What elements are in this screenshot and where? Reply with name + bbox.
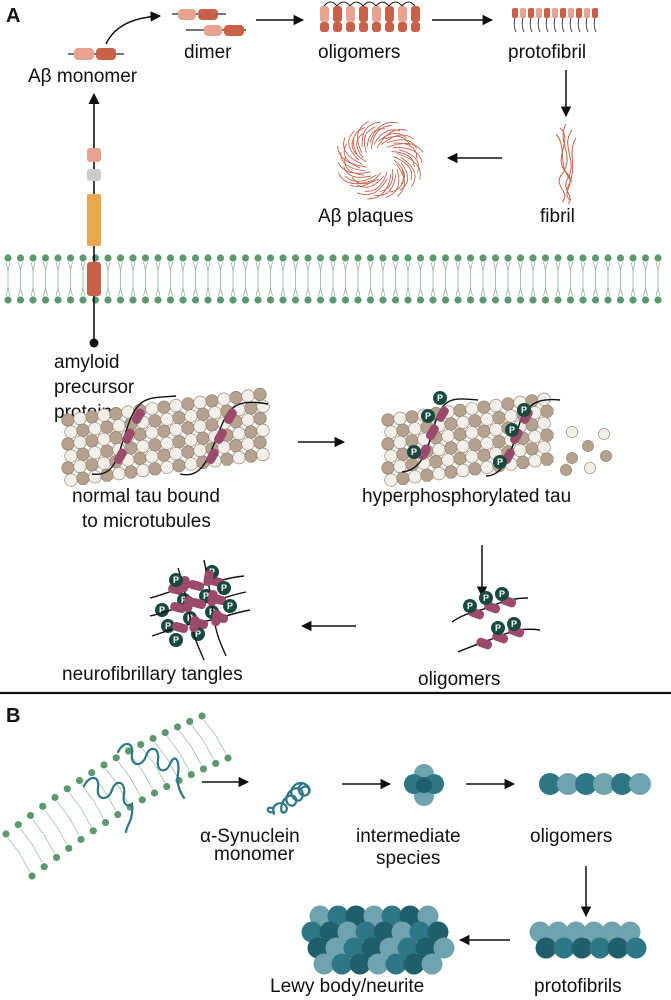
abeta-plaque-icon [337, 121, 424, 200]
svg-text:P: P [195, 629, 201, 639]
svg-text:P: P [411, 447, 417, 457]
panel-b-letter: B [6, 705, 20, 727]
protofibril-icon [512, 8, 598, 33]
cell-membrane [4, 254, 662, 304]
app-label-line1: amyloid [54, 352, 119, 373]
normal-tau-label-line1: normal tau bound [72, 486, 220, 507]
svg-text:P: P [425, 411, 431, 421]
abeta-monomer-icon [68, 48, 124, 60]
svg-text:P: P [165, 621, 171, 631]
svg-text:P: P [483, 593, 489, 603]
svg-text:P: P [467, 601, 473, 611]
svg-text:P: P [499, 589, 505, 599]
abeta-oligomers-icon [320, 1, 420, 32]
abeta-dimer-icon [172, 9, 246, 36]
panel-a-letter: A [6, 5, 20, 27]
protofibrils-label: protofibrils [534, 976, 622, 997]
synuclein-monomer-icon [266, 781, 311, 816]
hyperphosphorylated-tau-label: hyperphosphorylated tau [362, 486, 571, 507]
intermediate-species-icon [404, 764, 444, 806]
svg-text:P: P [495, 623, 501, 633]
fibril-icon [555, 123, 577, 205]
lewy-body-icon [301, 905, 455, 975]
synuclein-oligomers-label: oligomers [530, 826, 612, 847]
svg-text:P: P [159, 605, 165, 615]
synuclein-membrane [2, 712, 232, 880]
intermediate-label-line2: species [376, 848, 440, 869]
synuclein-bound-icon [82, 742, 186, 834]
svg-text:P: P [511, 619, 517, 629]
abeta-oligomers-label: oligomers [318, 42, 400, 63]
app-label-line2: precursor [54, 377, 135, 398]
svg-text:P: P [203, 591, 209, 601]
dimer-label: dimer [184, 42, 232, 63]
svg-text:P: P [221, 583, 227, 593]
synuclein-protofibrils-icon [529, 921, 647, 959]
synuclein-oligomers-icon [539, 773, 651, 795]
fibril-label: fibril [540, 206, 575, 227]
tau-oligomers-label: oligomers [418, 669, 500, 690]
arrow-monomer-to-dimer [105, 11, 162, 45]
svg-text:P: P [521, 405, 527, 415]
abeta-plaques-label: Aβ plaques [318, 206, 413, 227]
synuclein-monomer-label-line2: monomer [214, 844, 295, 865]
neurofibrillary-tangles-icon: PPPPPPPPPPPP [149, 559, 251, 661]
amyloid-precursor-protein-icon [87, 140, 101, 348]
svg-text:P: P [509, 425, 515, 435]
intermediate-label-line1: intermediate [356, 826, 461, 847]
normal-tau-label-line2: to microtubules [82, 511, 211, 532]
synuclein-monomer-label-line1: α-Synuclein [200, 826, 300, 847]
svg-text:P: P [227, 601, 233, 611]
svg-text:P: P [173, 575, 179, 585]
svg-text:P: P [437, 393, 443, 403]
normal-tau-microtubule-icon [61, 387, 270, 487]
lewy-body-label: Lewy body/neurite [270, 976, 424, 997]
protofibril-label: protofibril [508, 42, 586, 63]
svg-text:P: P [497, 457, 503, 467]
svg-text:P: P [173, 635, 179, 645]
svg-text:P: P [209, 607, 215, 617]
neurofibrillary-tangles-label: neurofibrillary tangles [62, 664, 243, 685]
svg-text:P: P [181, 595, 187, 605]
abeta-monomer-label: Aβ monomer [28, 66, 138, 87]
